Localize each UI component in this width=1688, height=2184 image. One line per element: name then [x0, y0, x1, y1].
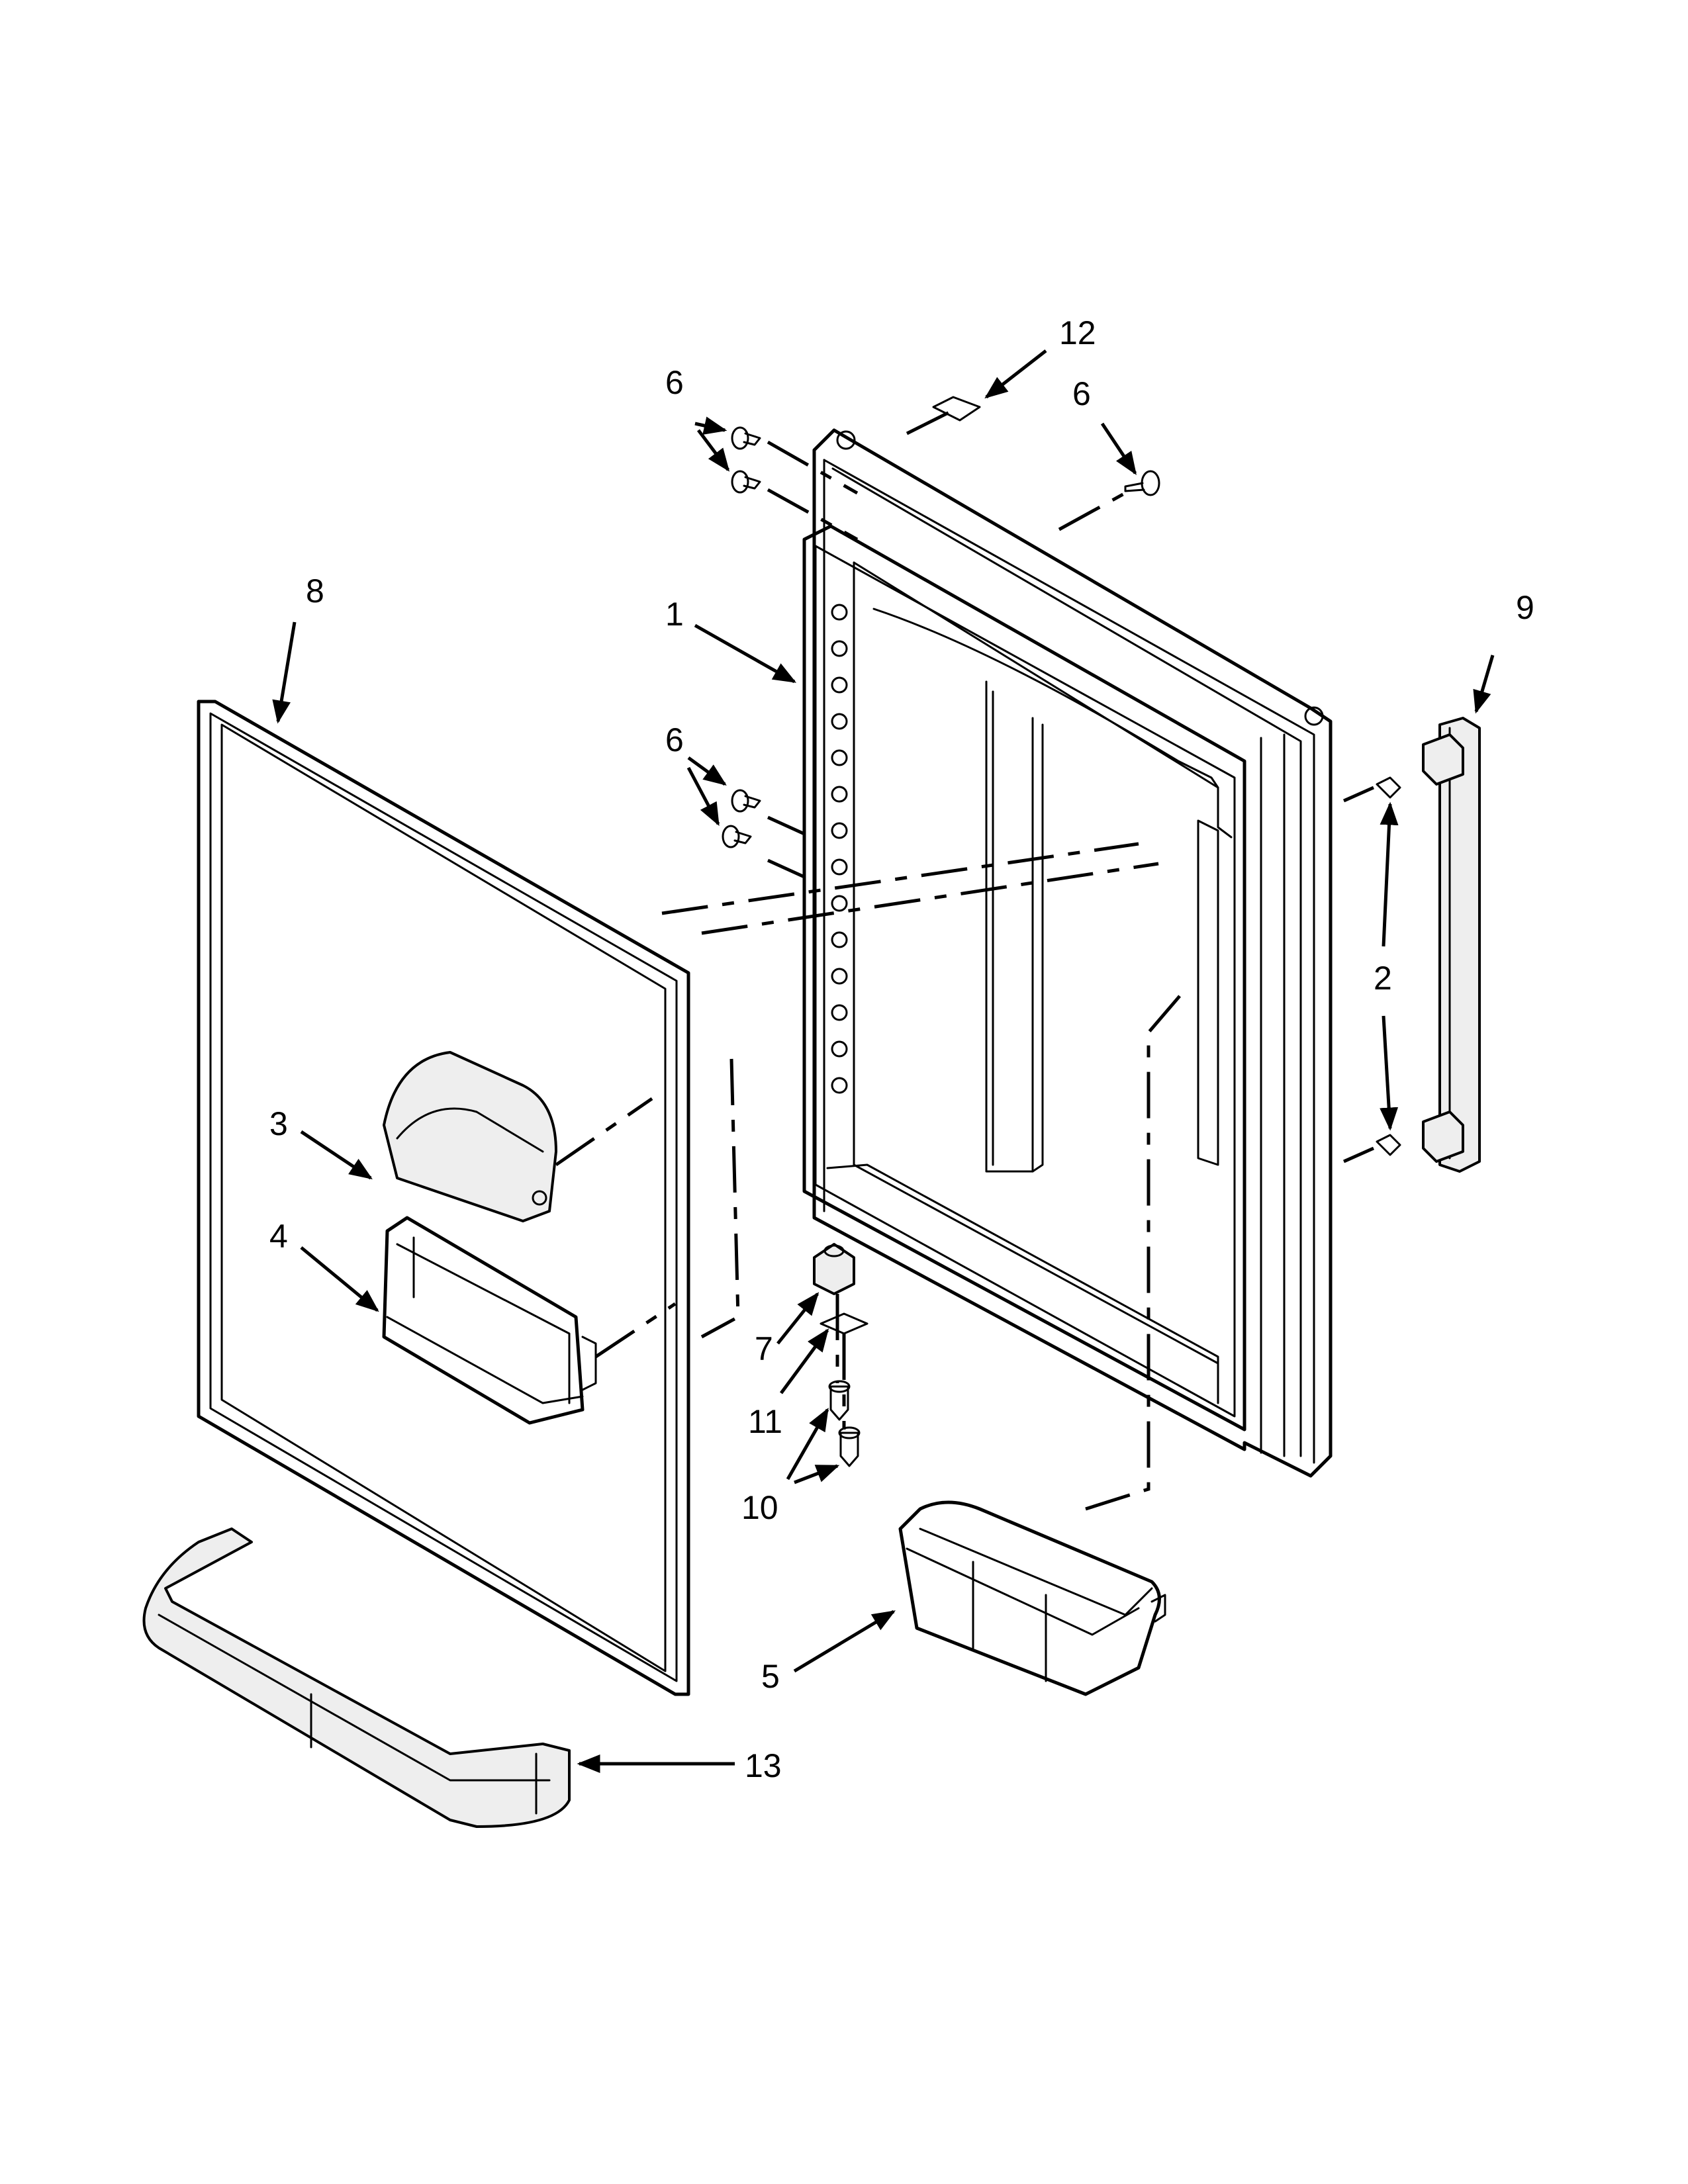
callout-13: 13 [745, 1747, 782, 1784]
callout-6-middle: 6 [665, 721, 684, 758]
callout-9: 9 [1516, 589, 1534, 626]
assembly-lines [555, 408, 1375, 1511]
callout-8: 8 [306, 572, 324, 610]
callout-1: 1 [665, 596, 684, 633]
lower-hinge [813, 1243, 855, 1295]
handle-stud-lower [1376, 1134, 1401, 1156]
door-rail [142, 1527, 571, 1828]
door-frame [802, 428, 1333, 1478]
callout-6-top-left: 6 [665, 364, 684, 401]
screw-mid-left-1 [731, 789, 761, 813]
door-bin-large [898, 1500, 1166, 1696]
callout-4: 4 [269, 1218, 288, 1255]
callout-6-top-right: 6 [1072, 375, 1091, 412]
screw-top-left-1 [731, 426, 761, 450]
callout-12: 12 [1059, 314, 1096, 351]
handle-stud-upper [1376, 776, 1401, 799]
callout-11: 11 [748, 1403, 782, 1440]
callout-labels: 12 6 6 8 1 9 6 2 3 4 7 11 10 5 13 [269, 314, 1534, 1784]
dispenser-bin [382, 1216, 597, 1425]
hinge-screw-2 [838, 1426, 861, 1467]
callout-10: 10 [741, 1489, 778, 1526]
callout-5: 5 [761, 1658, 780, 1695]
callout-7: 7 [755, 1330, 773, 1367]
leader-lines [272, 349, 1495, 1773]
callout-2: 2 [1374, 960, 1392, 997]
outer-door-panel [197, 700, 690, 1696]
callout-3: 3 [269, 1105, 288, 1142]
door-handle [1422, 717, 1481, 1173]
hinge-screw-1 [828, 1380, 851, 1421]
screw-top-left-2 [731, 470, 761, 494]
shelf-peg-row [831, 604, 848, 1094]
clip-part-12 [932, 396, 981, 422]
screw-mid-left-2 [722, 825, 752, 848]
dispenser-cover [383, 1051, 557, 1222]
screw-top-right [1124, 470, 1160, 496]
